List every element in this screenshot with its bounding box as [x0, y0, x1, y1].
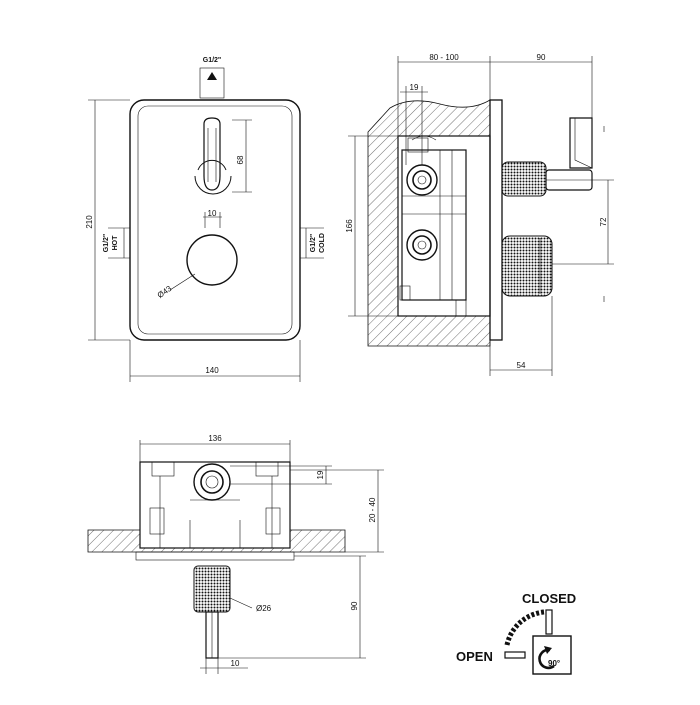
top-offset-dim-label: 19 — [316, 470, 325, 479]
top-valve-box — [139, 461, 291, 549]
cold-label: COLD — [319, 233, 326, 253]
top-stem-width-dim-label: 10 — [231, 659, 240, 668]
lever-handle — [203, 117, 221, 191]
top-wall-dim-label: 20 - 40 — [368, 497, 377, 522]
hot-label: HOT — [112, 235, 119, 251]
inlet-offset-dim-label: 19 — [410, 83, 419, 92]
top-view: 136 19 20 - 40 Ø26 90 10 — [87, 434, 384, 674]
open-indicator — [504, 651, 526, 659]
top-plate — [135, 551, 295, 561]
top-width-dim-label: 136 — [208, 434, 222, 443]
front-view: G1/2" 68 10 Ø43 G1/2" HOT G1/2" — [85, 57, 326, 382]
cover-plate — [129, 99, 301, 341]
body-height-dim-label: 166 — [345, 219, 354, 233]
rotation-label: 90° — [548, 659, 560, 668]
inlet-arrow-icon — [207, 72, 217, 94]
cold-size-label: G1/2" — [310, 234, 317, 253]
inlet-label: G1/2" — [203, 57, 222, 64]
inlet-box — [199, 67, 225, 99]
top-length-dim-label: 90 — [350, 601, 359, 610]
gap-dim-label: 10 — [208, 209, 217, 218]
knob-dim-label: Ø43 — [156, 284, 174, 300]
closed-indicator — [545, 609, 553, 635]
protrusion-dim-label: 54 — [517, 361, 526, 370]
rotation-box — [532, 635, 572, 675]
top-inlet — [193, 463, 231, 501]
operation-diagram: CLOSED OPEN 90° — [456, 591, 576, 675]
rotation-arc — [504, 609, 545, 646]
side-view: 80 - 100 90 19 166 72 54 — [345, 53, 614, 376]
top-wall-section — [87, 529, 346, 553]
width-dim-label: 140 — [205, 366, 219, 375]
box-cavity — [397, 135, 491, 317]
open-label: OPEN — [456, 649, 493, 664]
valve-body — [401, 149, 467, 301]
hot-size-label: G1/2" — [103, 234, 110, 253]
lower-inlet — [406, 229, 438, 261]
depth-dim-label: 80 - 100 — [429, 53, 459, 62]
side-lever — [569, 117, 593, 169]
top-stem-dim-label: Ø26 — [256, 604, 272, 613]
lever-dim-label: 68 — [236, 155, 245, 164]
closed-label: CLOSED — [522, 591, 576, 606]
handle-depth-dim-label: 90 — [537, 53, 546, 62]
lower-knurled-knob — [501, 235, 553, 297]
cover-plate-inner — [137, 105, 293, 335]
spacing-dim-label: 72 — [599, 217, 608, 226]
side-plate — [489, 99, 503, 341]
diverter-knob — [186, 234, 238, 286]
top-knurled-stem — [193, 565, 231, 613]
height-dim-label: 210 — [85, 215, 94, 229]
upper-knurled-stem — [501, 161, 547, 197]
